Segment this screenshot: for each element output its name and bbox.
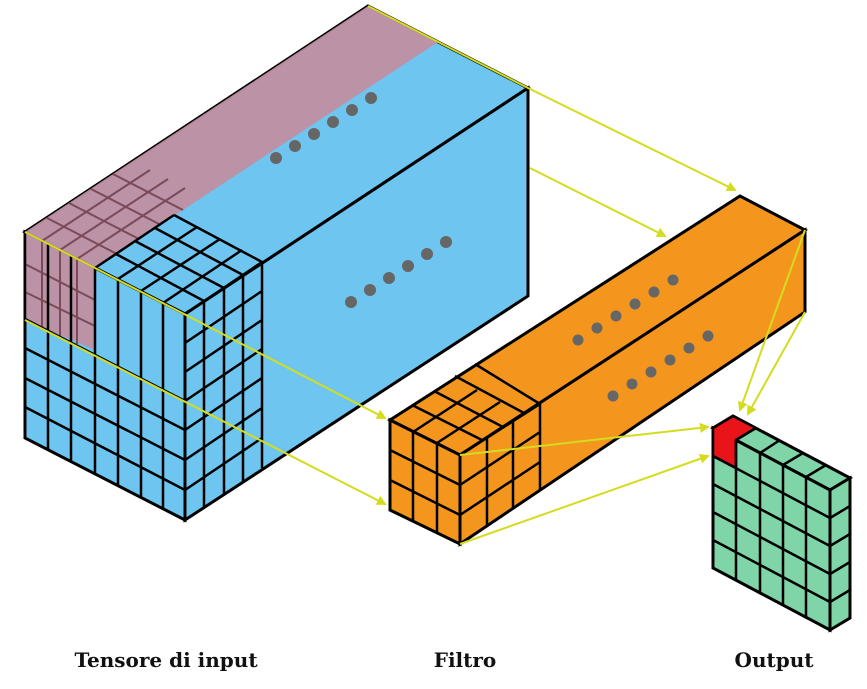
filter-cube-grid: [389, 362, 542, 532]
arrow-filter-to-output-2: [747, 311, 806, 416]
input-ellipsis-dots: [270, 92, 452, 308]
arrow-receptive-to-filter-1: [94, 267, 387, 419]
filter-tensor: [386, 194, 808, 547]
output-label: Output: [734, 648, 814, 672]
arrow-filter-to-output-3: [459, 422, 710, 456]
output-right-face: [828, 475, 852, 633]
input-cube-grid: [23, 213, 264, 508]
arrow-input-top-edge: [367, 5, 529, 89]
arrow-filter-to-output-1: [738, 229, 806, 412]
arrow-receptive-to-filter-2: [24, 319, 387, 505]
arrow-receptive-edge: [24, 231, 96, 269]
input-tensor: [22, 4, 531, 523]
arrow-input-to-filter-top: [527, 87, 737, 191]
receptive-field-top: [25, 6, 438, 268]
output-grid: [712, 426, 851, 618]
filter-ellipsis-dots: [572, 274, 714, 402]
output-map: [709, 414, 854, 633]
input-tensor-label: Tensore di input: [74, 648, 258, 672]
connector-arrows: [24, 5, 806, 545]
arrow-filter-to-output-4: [459, 453, 710, 545]
filter-label: Filtro: [433, 648, 497, 672]
arrow-input-to-filter-mid: [529, 167, 667, 237]
